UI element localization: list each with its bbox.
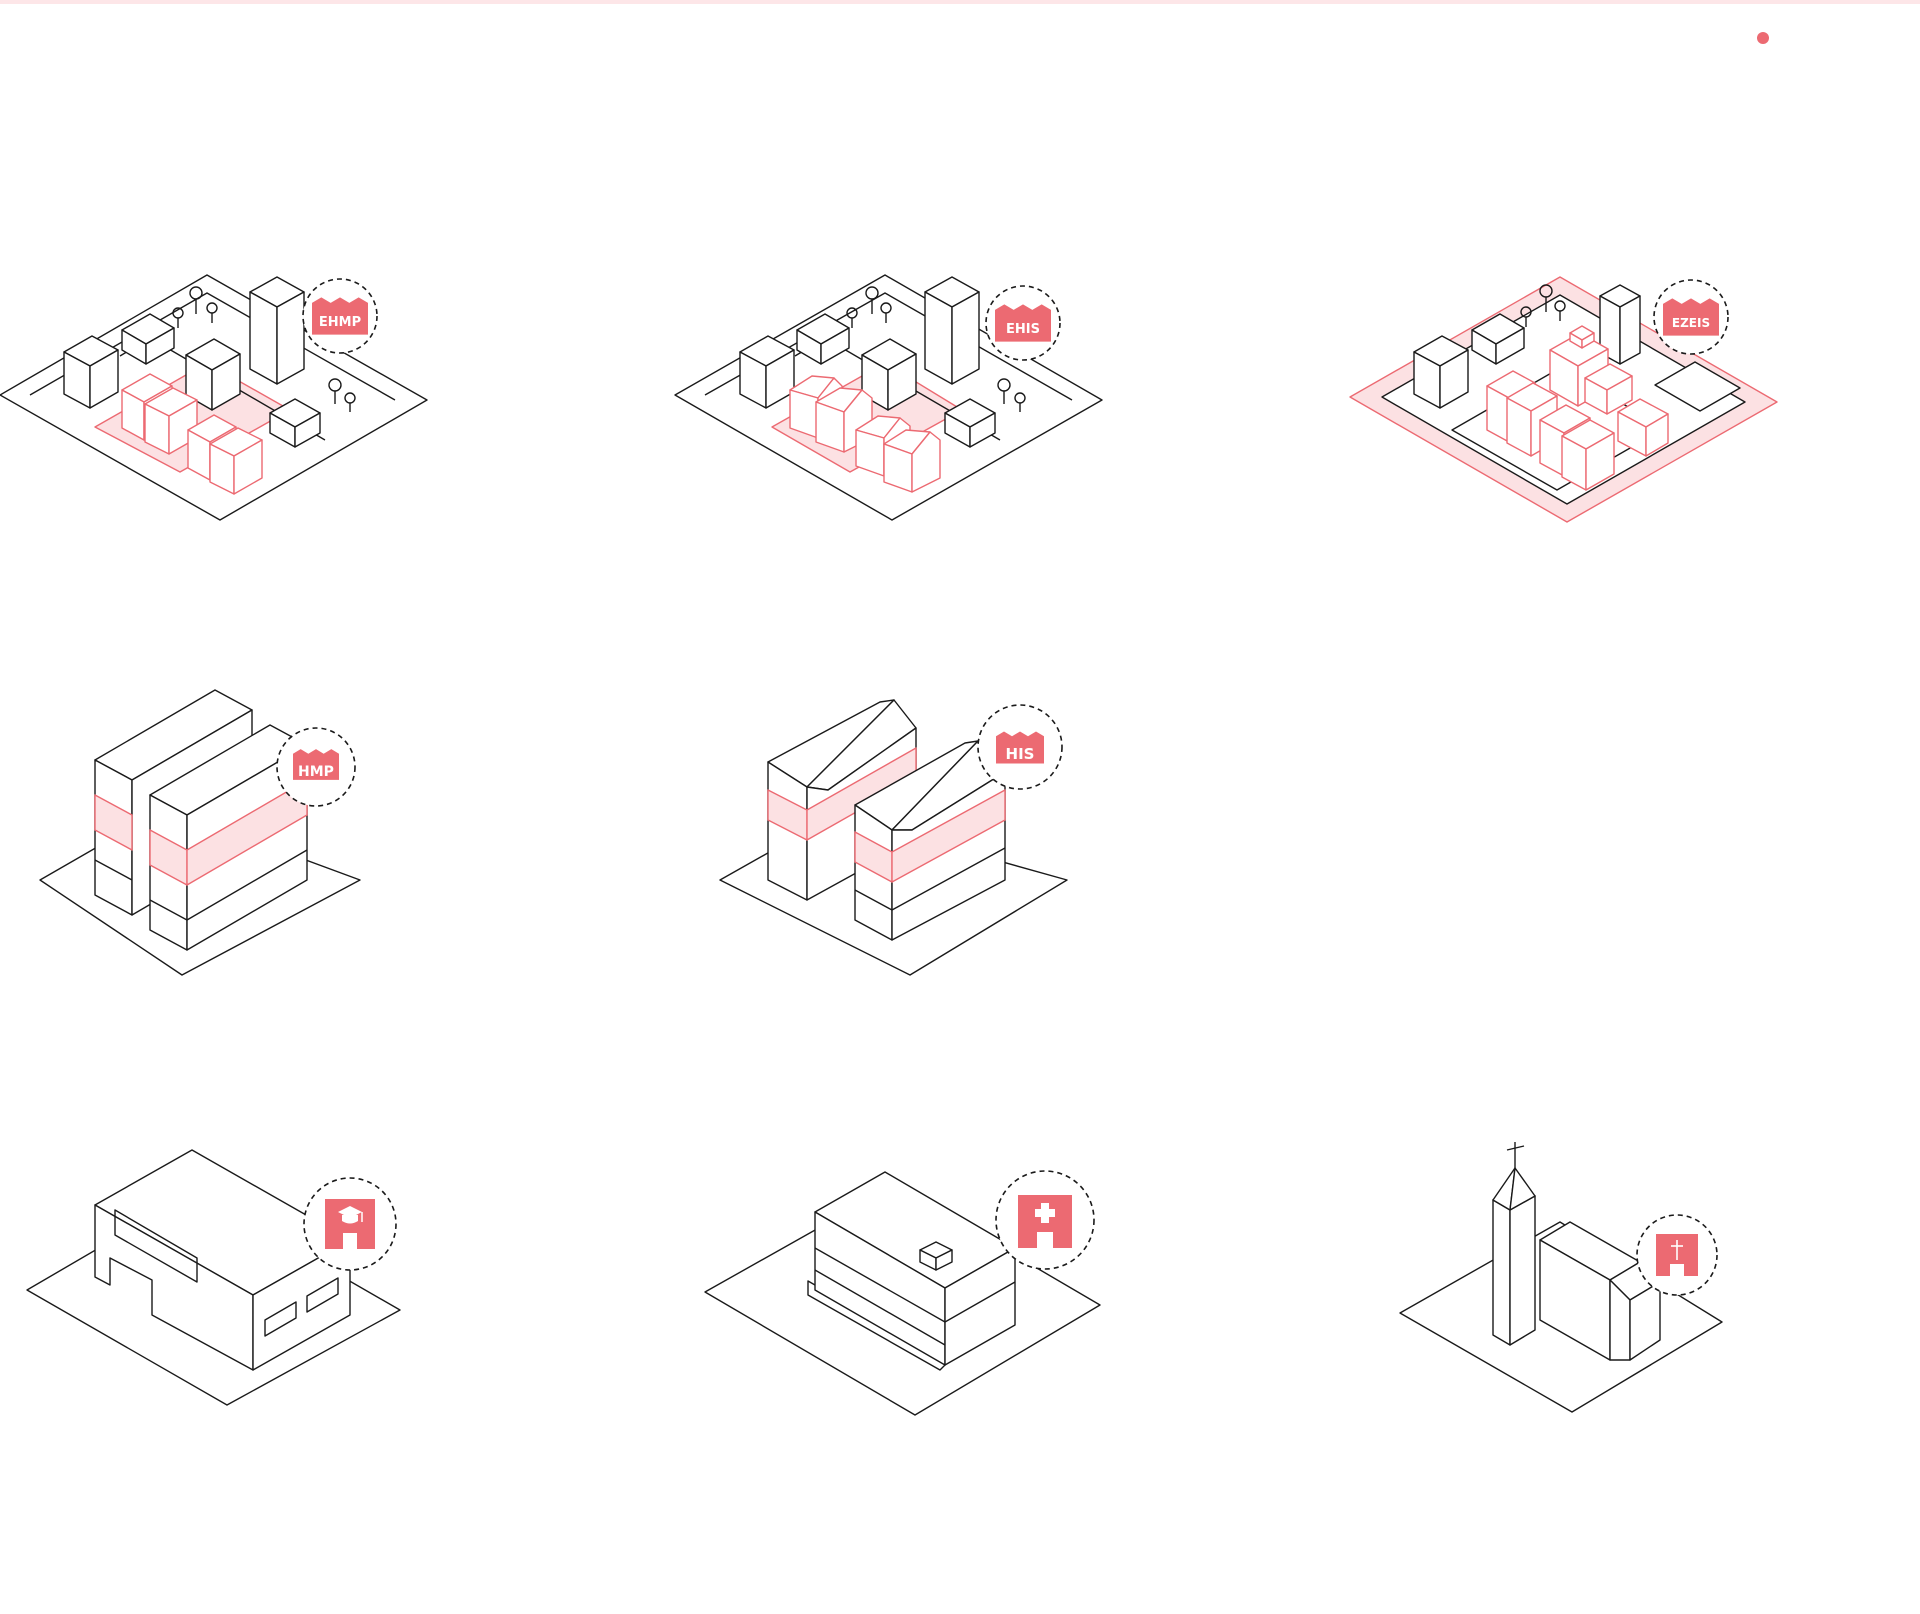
ehmp-tower xyxy=(250,277,304,384)
ehmp-block-left xyxy=(64,336,118,408)
badge-label-hmp: HMP xyxy=(298,764,334,780)
church-tower xyxy=(1493,1142,1535,1345)
badge-label-ezeis: EZEIS xyxy=(1672,316,1710,330)
badge-label-his: HIS xyxy=(1006,745,1035,763)
badge-church xyxy=(1637,1215,1717,1295)
ehis-tower xyxy=(925,277,979,384)
badge-label-ehmp: EHMP xyxy=(319,315,361,330)
badge-school xyxy=(304,1178,396,1270)
badge-hospital xyxy=(996,1171,1094,1269)
badge-ehmp: EHMP xyxy=(303,279,377,353)
badge-ehis: EHIS xyxy=(986,286,1060,360)
badge-ezeis: EZEIS xyxy=(1654,280,1728,354)
ehis-block-left xyxy=(740,336,794,408)
ezeis-block-left xyxy=(1414,336,1468,408)
badge-hmp: HMP xyxy=(277,728,355,806)
badge-his: HIS xyxy=(978,705,1062,789)
badge-label-ehis: EHIS xyxy=(1006,322,1040,337)
